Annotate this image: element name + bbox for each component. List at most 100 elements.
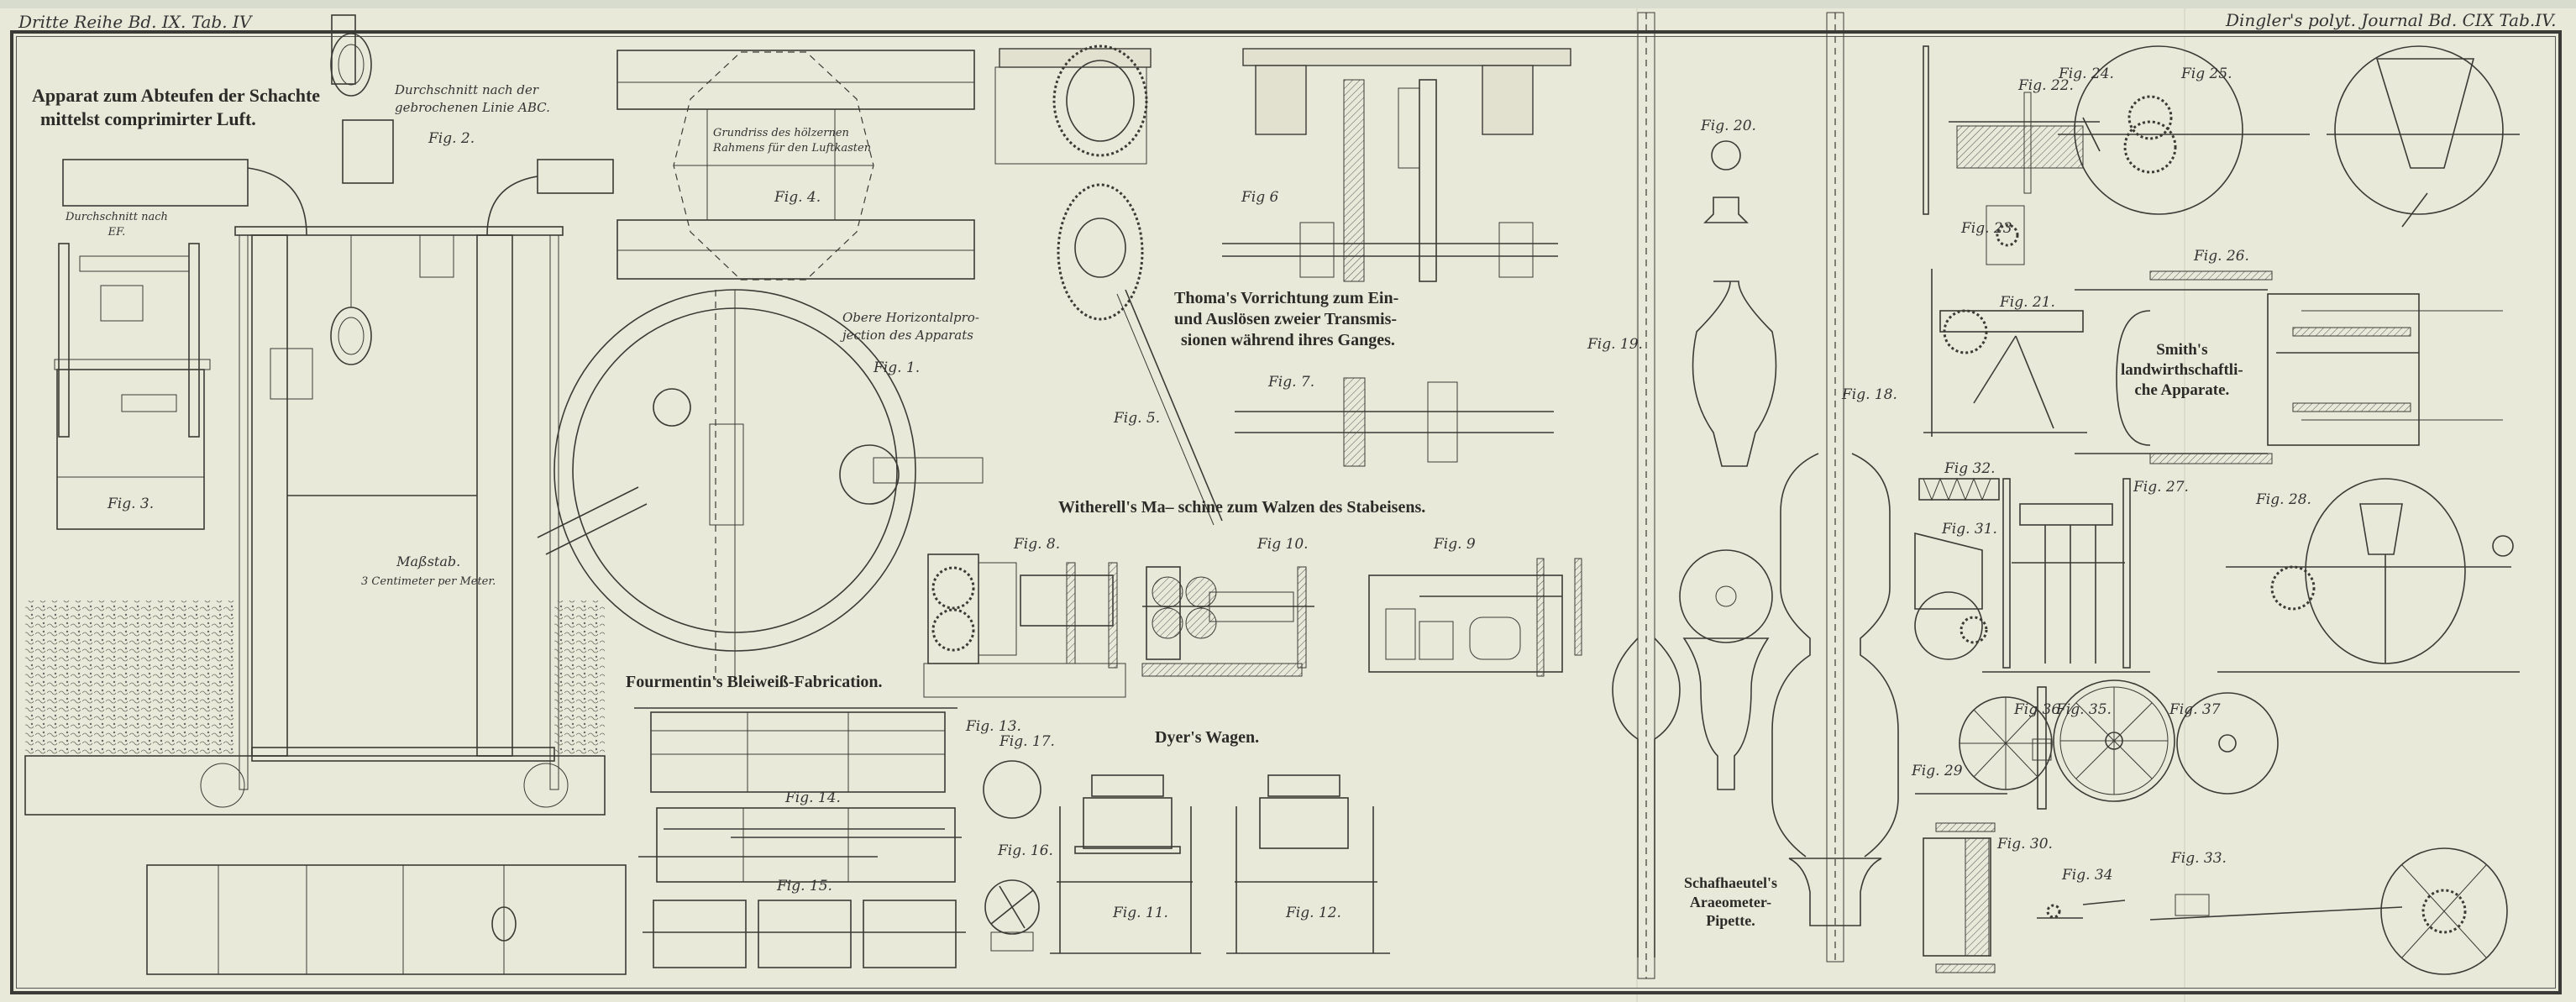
air-box	[56, 369, 205, 530]
fig10-label: Fig 10.	[1257, 536, 1309, 553]
scale-note: Maßstab. 3 Centimeter per Meter.	[361, 553, 496, 590]
fig13-label: Fig. 13.	[966, 718, 1021, 735]
fig26-label: Fig. 26.	[2194, 248, 2249, 265]
fig13-vats-elevation	[634, 707, 957, 793]
fig27-label: Fig. 27.	[2133, 479, 2189, 496]
title-line: und Auslösen zweier Transmis-	[1174, 310, 1398, 328]
fig23-label: Fig. 23	[1961, 220, 2012, 237]
fig31-label: Fig. 31.	[1942, 521, 1997, 538]
air-pipe-right	[537, 159, 614, 194]
fold-line	[2184, 8, 2185, 1002]
fig28-drill-side	[2217, 478, 2520, 673]
fig27-drill-elevation	[1982, 478, 2150, 673]
fig19-pipette-tube	[1612, 12, 1681, 979]
fig21-label: Fig. 21.	[2000, 294, 2055, 311]
caption-line: Grundriss des hölzernen	[713, 127, 849, 139]
shaft-apparatus-title: Apparat zum Abteufen der Schachte mittel…	[32, 84, 320, 130]
fig29-spreader-wheel	[1915, 696, 2053, 795]
title-line: Apparat zum Abteufen der Schachte	[32, 85, 321, 106]
fig37-disc	[2176, 692, 2279, 795]
header-right: Dingler's polyt. Journal Bd. CIX Tab.IV.	[2226, 10, 2557, 30]
fig1-horizontal-projection	[537, 289, 984, 680]
base-beam	[251, 747, 555, 762]
fig5-label: Fig. 5.	[1114, 410, 1161, 427]
fig3-label: Fig. 3.	[108, 496, 155, 512]
caption-line: jection des Apparats	[842, 328, 973, 343]
caption-line: Obere Horizontalpro-	[842, 310, 979, 325]
fig16-17-drum	[983, 760, 1041, 952]
fig1-label: Fig. 1.	[874, 359, 921, 376]
title-line: Schafhaeutel's	[1684, 874, 1778, 891]
fig30-label: Fig. 30.	[1997, 836, 2053, 852]
fig25-label: Fig 25.	[2181, 66, 2232, 82]
fig15-label: Fig. 15.	[777, 878, 832, 894]
fig25-hopper-wheel	[2327, 45, 2520, 228]
fig9-label: Fig. 9	[1434, 536, 1476, 553]
fig21-frame	[1923, 269, 2087, 437]
fourmentin-title: Fourmentin's Bleiweiß-Fabrication.	[626, 673, 883, 691]
fig18-pipette-assembly	[1771, 12, 1899, 963]
fig12-label: Fig. 12.	[1286, 905, 1341, 921]
title-line: che Apparate.	[2134, 380, 2230, 399]
fig11-wagon	[1050, 774, 1201, 954]
air-pipe-left	[62, 159, 249, 207]
fig2-label: Fig. 2.	[428, 130, 475, 147]
fig3-caption: Durchschnitt nach EF.	[66, 210, 168, 240]
fig5-lever-gear	[994, 45, 1223, 526]
fig8-label: Fig. 8.	[1014, 536, 1061, 553]
fig6-clutch	[1222, 48, 1571, 282]
fig10-rolling-section	[1141, 566, 1314, 677]
fig11-label: Fig. 11.	[1113, 905, 1168, 921]
plate-sheet	[0, 8, 2576, 1002]
fig8-rolling-machine	[923, 553, 1126, 698]
schafhaeutl-title: Schafhaeutel's Araeometer- Pipette.	[1684, 873, 1777, 931]
dyer-title: Dyer's Wagen.	[1155, 728, 1260, 747]
fig35-label: Fig. 35.	[2056, 701, 2112, 718]
witherell-title: Witherell's Ma– schine zum Walzen des St…	[1058, 498, 1426, 517]
fig34-ratchet	[2037, 900, 2126, 919]
fig33-wheel-assembly	[2149, 847, 2508, 975]
fig24-wheel	[2058, 45, 2310, 215]
hoist-post	[331, 14, 356, 85]
title-line: landwirthschaftli-	[2121, 360, 2243, 379]
fig17-label: Fig. 17.	[999, 733, 1055, 750]
fig32-label: Fig 32.	[1944, 460, 1996, 477]
title-line: Araeometer-	[1689, 893, 1772, 910]
fig34-label: Fig. 34	[2062, 867, 2113, 884]
scale-value: 3 Centimeter per Meter.	[361, 575, 496, 589]
fig14-vats-plan	[638, 807, 962, 883]
thoma-title: Thoma's Vorrichtung zum Ein- und Auslöse…	[1174, 288, 1398, 351]
title-line: sionen während ihres Ganges.	[1181, 331, 1395, 349]
fig1-caption: Obere Horizontalpro- jection des Apparat…	[842, 309, 979, 344]
fig20-bulb	[1679, 140, 1777, 790]
fig7-label: Fig. 7.	[1268, 374, 1315, 391]
valve-J	[491, 906, 517, 942]
top-plate	[234, 226, 564, 236]
smith-title: Smith's landwirthschaftli- che Apparate.	[2121, 340, 2243, 400]
fold-line	[1636, 8, 1638, 1002]
valve-h	[419, 234, 454, 278]
fig36-spoke	[2032, 686, 2052, 810]
fig6-label: Fig 6	[1241, 189, 1279, 206]
fig28-label: Fig. 28.	[2256, 491, 2311, 508]
counterweight	[342, 119, 394, 184]
caption-line: gebrochenen Linie ABC.	[395, 100, 550, 115]
plate-frame	[10, 30, 2562, 994]
title-line: mittelst comprimirter Luft.	[40, 108, 256, 129]
fig29-label: Fig. 29	[1912, 763, 1963, 779]
title-line: Smith's	[2156, 341, 2208, 359]
scale-title: Maßstab.	[396, 553, 461, 569]
fig4-frame-plan	[616, 50, 975, 281]
soil-left	[25, 601, 235, 756]
caption-line: Durchschnitt nach	[66, 211, 168, 223]
fig2-caption: Durchschnitt nach der gebrochenen Linie …	[395, 81, 550, 117]
fig7-shaft	[1235, 377, 1554, 467]
fig3-section-ef	[54, 243, 211, 530]
fig18-label: Fig. 18.	[1842, 386, 1897, 403]
caption-line: EF.	[108, 226, 126, 239]
shaft-lining	[146, 864, 627, 975]
fig15-vats-section	[643, 900, 966, 968]
fig26-drill-plan	[2075, 270, 2503, 464]
pulley-wheel	[330, 33, 372, 97]
fig9-rolling-plan	[1368, 558, 1582, 677]
